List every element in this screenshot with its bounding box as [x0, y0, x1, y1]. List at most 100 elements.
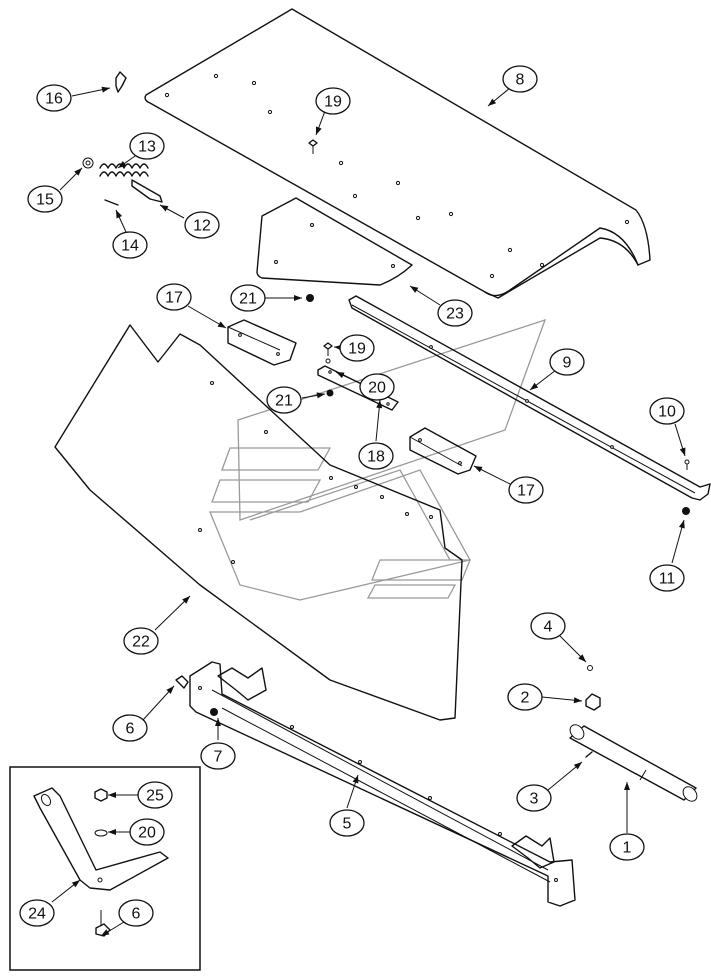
arrow-icon	[182, 596, 190, 604]
callout-number: 20	[368, 380, 386, 397]
callout-oval	[339, 334, 375, 362]
callout-oval	[36, 84, 72, 112]
bolt-part-19-lower	[323, 342, 333, 364]
callout-oval	[137, 781, 173, 809]
callout-c11: 11	[649, 519, 685, 592]
arrow-icon	[118, 160, 127, 168]
callout-c13: 13	[117, 132, 165, 169]
nut-part-7	[210, 708, 218, 716]
callout-oval	[27, 185, 63, 213]
arrow-icon	[74, 168, 82, 176]
bracket-part-17-right	[409, 427, 477, 475]
arrow-icon	[336, 372, 345, 379]
top-cover-part-8	[144, 8, 651, 299]
callout-oval	[358, 442, 394, 470]
callout-c7: 7	[200, 718, 236, 770]
callout-oval	[200, 742, 236, 770]
arrow-icon	[573, 697, 582, 704]
callout-c5: 5	[329, 774, 365, 837]
nut-part-4	[587, 665, 593, 671]
arrow-icon	[101, 929, 110, 936]
pin-part-14	[104, 199, 119, 206]
tube-part-1	[569, 724, 698, 802]
callout-number: 25	[146, 788, 164, 805]
arrow-icon	[166, 686, 174, 694]
callout-number: 4	[544, 619, 553, 636]
callout-number: 3	[530, 791, 539, 808]
callout-number: 8	[516, 72, 525, 89]
callout-c20a: 20	[335, 371, 395, 401]
callout-c8: 8	[487, 65, 538, 107]
arrow-icon	[215, 718, 221, 726]
nut-part-11	[682, 507, 690, 515]
callout-number: 17	[165, 290, 183, 307]
callout-number: 6	[132, 906, 141, 923]
arrow-icon	[294, 295, 302, 301]
callout-number: 18	[367, 449, 385, 466]
angle-rail-part-9	[348, 295, 711, 501]
callout-oval	[184, 211, 220, 239]
callout-oval	[315, 87, 351, 115]
callout-number: 23	[446, 306, 464, 323]
arrow-icon	[624, 782, 630, 790]
arrow-icon	[376, 400, 383, 409]
leader-line	[154, 595, 191, 631]
callout-oval	[129, 818, 165, 846]
arrow-icon	[108, 792, 116, 798]
arrow-icon	[116, 210, 123, 219]
callout-number: 17	[517, 483, 535, 500]
spring-part-13	[99, 163, 149, 177]
callout-oval	[118, 899, 154, 927]
callout-oval	[516, 784, 552, 812]
callout-number: 12	[193, 218, 211, 235]
callout-number: 1	[623, 840, 632, 857]
callout-c23: 23	[409, 285, 473, 327]
callout-oval	[230, 284, 266, 312]
callout-number: 24	[28, 906, 46, 923]
callout-c2: 2	[507, 683, 583, 711]
callout-number: 10	[658, 404, 676, 421]
callout-c1: 1	[609, 782, 645, 861]
callout-c20b: 20	[108, 818, 165, 846]
watermark-logo	[209, 318, 547, 601]
callout-c17b: 17	[473, 465, 544, 504]
arrow-icon	[488, 98, 497, 106]
callout-number: 5	[343, 816, 352, 833]
arrow-icon	[71, 880, 80, 888]
screw-part-3	[585, 751, 593, 758]
latch-pin-part-12	[131, 179, 163, 203]
washer-part-15	[82, 157, 94, 169]
arrow-icon	[101, 86, 110, 93]
callout-oval	[649, 397, 685, 425]
callout-number: 9	[563, 355, 572, 372]
arrow-icon	[316, 392, 325, 399]
callout-c6a: 6	[112, 685, 175, 742]
detail-inset	[9, 766, 201, 971]
callout-number: 20	[138, 825, 156, 842]
callout-oval	[129, 132, 165, 160]
frame-bar-part-5	[189, 661, 576, 907]
callout-number: 13	[138, 139, 156, 156]
arrow-icon	[352, 775, 359, 784]
callout-number: 6	[126, 721, 135, 738]
clip-part-16	[115, 71, 127, 93]
arrow-icon	[678, 520, 685, 529]
callout-c22: 22	[123, 595, 191, 655]
callout-oval	[530, 612, 566, 640]
callout-c18: 18	[358, 399, 394, 470]
arrow-icon	[316, 126, 322, 135]
bolt-part-6	[175, 675, 189, 689]
callout-number: 2	[521, 690, 530, 707]
callout-oval	[359, 373, 395, 401]
callout-number: 16	[45, 91, 63, 108]
callout-c3: 3	[516, 761, 583, 812]
arrow-icon	[530, 382, 539, 390]
callout-oval	[156, 283, 192, 311]
bolt-part-10	[684, 459, 690, 470]
callout-oval	[123, 627, 159, 655]
arrow-icon	[474, 466, 483, 473]
callout-oval	[609, 833, 645, 861]
callout-c4: 4	[530, 612, 587, 663]
arrow-icon	[160, 205, 169, 212]
